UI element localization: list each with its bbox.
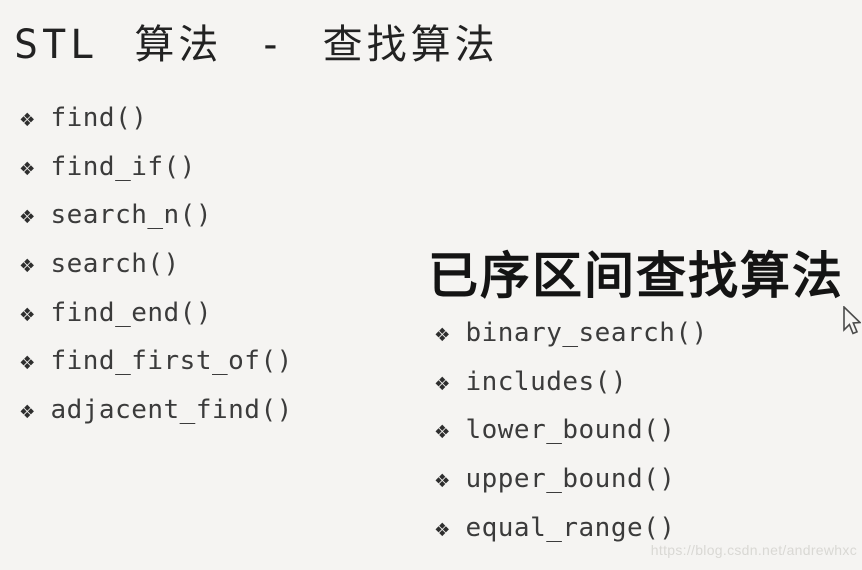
list-item-search: ❖ search() (20, 240, 293, 289)
diamond-bullet-icon: ❖ (20, 201, 35, 230)
diamond-bullet-icon: ❖ (20, 250, 35, 279)
list-item-upper-bound: ❖ upper_bound() (435, 455, 708, 504)
page-title: STL 算法 - 查找算法 (14, 22, 499, 68)
list-item-label: search_n() (50, 200, 212, 231)
mouse-cursor-icon (843, 306, 861, 335)
diamond-bullet-icon: ❖ (435, 465, 450, 494)
diamond-bullet-icon: ❖ (20, 347, 35, 376)
list-item-label: includes() (465, 366, 627, 397)
diamond-bullet-icon: ❖ (435, 367, 450, 396)
diamond-bullet-icon: ❖ (435, 416, 450, 445)
list-item-find-first-of: ❖ find_first_of() (20, 337, 293, 386)
diamond-bullet-icon: ❖ (20, 298, 35, 327)
diamond-bullet-icon: ❖ (20, 104, 35, 133)
sorted-range-section-heading: 已序区间查找算法 (428, 248, 844, 304)
list-item-label: find() (50, 103, 148, 134)
list-item-label: binary_search() (465, 318, 708, 349)
list-item-label: search() (50, 249, 180, 280)
list-item-label: upper_bound() (465, 464, 676, 495)
diamond-bullet-icon: ❖ (435, 319, 450, 348)
list-item-label: find_if() (50, 151, 196, 182)
list-item-includes: ❖ includes() (435, 358, 708, 407)
list-item-find-if: ❖ find_if() (20, 143, 293, 192)
list-item-label: find_end() (50, 297, 212, 328)
diamond-bullet-icon: ❖ (20, 152, 35, 181)
list-item-equal-range: ❖ equal_range() (435, 503, 708, 552)
list-item-search-n: ❖ search_n() (20, 191, 293, 240)
diamond-bullet-icon: ❖ (20, 395, 35, 424)
list-item-label: find_first_of() (50, 346, 293, 377)
list-item-binary-search: ❖ binary_search() (435, 309, 708, 358)
list-item-find: ❖ find() (20, 94, 293, 143)
list-item-adjacent-find: ❖ adjacent_find() (20, 386, 293, 435)
sorted-range-algorithms-list: ❖ binary_search() ❖ includes() ❖ lower_b… (435, 309, 708, 552)
list-item-label: lower_bound() (465, 415, 676, 446)
list-item-find-end: ❖ find_end() (20, 288, 293, 337)
diamond-bullet-icon: ❖ (435, 513, 450, 542)
list-item-label: adjacent_find() (50, 394, 293, 425)
search-algorithms-list: ❖ find() ❖ find_if() ❖ search_n() ❖ sear… (20, 94, 293, 434)
list-item-lower-bound: ❖ lower_bound() (435, 406, 708, 455)
list-item-label: equal_range() (465, 512, 676, 543)
watermark-url: https://blog.csdn.net/andrewhxc (650, 542, 857, 558)
